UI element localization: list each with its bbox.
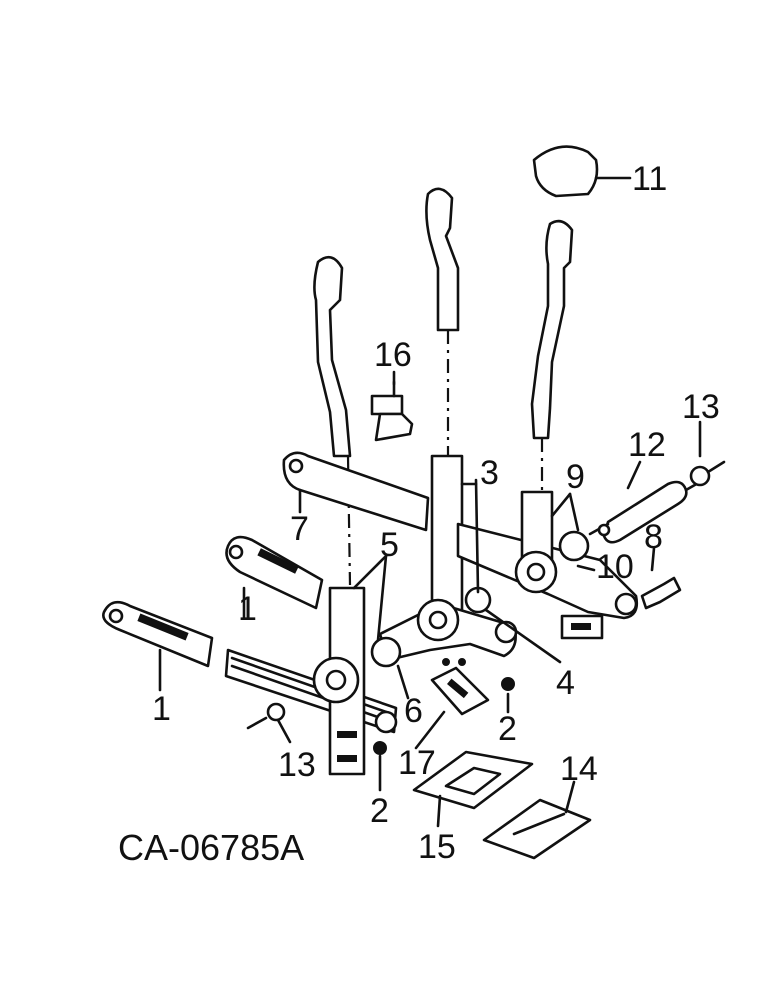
callout-16: 16 bbox=[374, 336, 412, 374]
callout-10: 10 bbox=[596, 548, 634, 586]
drawing-code: CA-06785A bbox=[118, 827, 304, 868]
callout-9: 9 bbox=[566, 458, 585, 496]
plate-15 bbox=[412, 750, 534, 810]
callout-1-lower: 1 bbox=[152, 690, 171, 728]
callout-15: 15 bbox=[418, 828, 456, 866]
center-lever bbox=[425, 187, 460, 455]
callout-17: 17 bbox=[398, 744, 436, 782]
nut-2-right bbox=[501, 677, 515, 691]
callout-5: 5 bbox=[380, 526, 399, 564]
ring-13-upper bbox=[689, 460, 726, 487]
callout-8: 8 bbox=[644, 518, 663, 556]
latch-part bbox=[370, 380, 414, 442]
callout-12: 12 bbox=[628, 426, 666, 464]
callout-7: 7 bbox=[290, 510, 309, 548]
callout-14: 14 bbox=[560, 750, 598, 788]
callout-13-upper: 13 bbox=[682, 388, 720, 426]
right-lever bbox=[530, 219, 574, 492]
slotted-bar-upper bbox=[225, 535, 324, 610]
plate-7 bbox=[282, 451, 430, 532]
left-lever-base bbox=[312, 586, 402, 776]
ring-13-lower bbox=[246, 702, 286, 730]
callout-4: 4 bbox=[556, 664, 575, 702]
slotted-bar-lower bbox=[102, 600, 214, 668]
leader-lines bbox=[158, 370, 702, 828]
nut-2-left bbox=[373, 741, 387, 755]
callout-11: 11 bbox=[632, 160, 667, 198]
center-pivot-plate bbox=[378, 586, 518, 666]
bracket-17 bbox=[430, 666, 490, 716]
right-lever-base bbox=[456, 490, 639, 640]
leaf-plate-left bbox=[224, 648, 398, 734]
bracket-14 bbox=[482, 798, 592, 860]
callout-3: 3 bbox=[480, 454, 499, 492]
bolt-part bbox=[640, 576, 682, 610]
callout-13-lower: 13 bbox=[278, 746, 316, 784]
callout-6: 6 bbox=[404, 692, 423, 730]
left-lever bbox=[313, 255, 352, 586]
callout-2-left: 2 bbox=[370, 792, 389, 830]
callout-2-right: 2 bbox=[498, 710, 517, 748]
callout-1-upper: 1 bbox=[238, 590, 257, 628]
knob-part bbox=[532, 145, 632, 198]
